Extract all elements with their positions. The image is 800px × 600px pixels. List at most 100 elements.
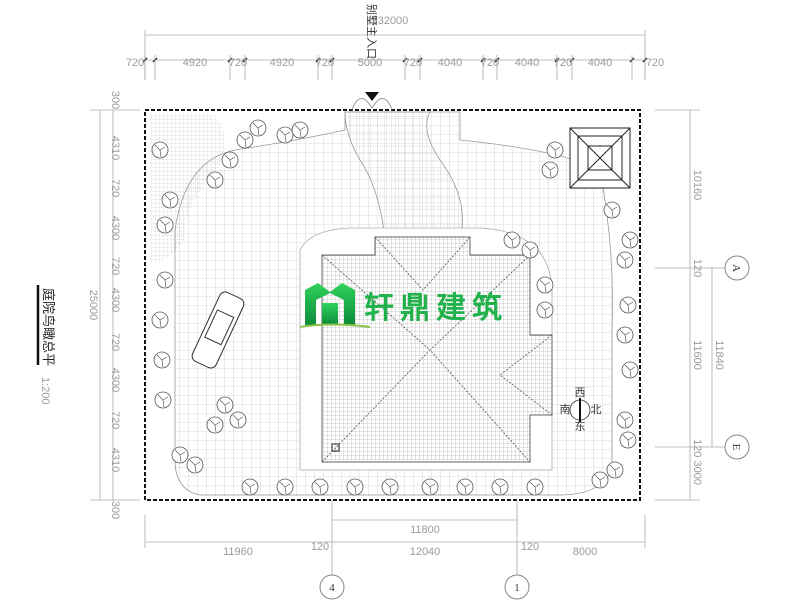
tree-icon [619,431,637,449]
compass-bottom: 东 [575,420,586,433]
tree-icon [171,446,189,464]
tree-icon [276,126,294,144]
tree-icon [206,171,224,189]
logo-text: 轩鼎建筑 [364,291,508,326]
right-segment-dimension: 11600 [691,340,703,370]
top-total-dimension: 32000 [378,15,409,27]
top-segment-dimension: 720 [316,57,334,69]
tree-icon [236,131,254,149]
tree-icon [421,478,439,496]
tree-icon [591,471,609,489]
tree-icon [153,351,171,369]
compass-top: 西 [575,387,586,399]
company-logo: 轩鼎建筑 [299,283,508,328]
tree-icon [151,311,169,329]
right-axis-span: 11840 [713,340,725,370]
left-segment-dimension: 720 [109,411,121,429]
right-segment-dimension: 120 [691,259,703,277]
tree-icon [621,361,639,379]
axis-label-4: 4 [329,582,335,594]
entrance-gate [351,98,393,111]
axis-label-1: 1 [514,582,520,594]
right-dimensions: 10160 120 11600 120 3000 11840 A E [655,109,750,501]
trees [151,119,639,496]
tree-icon [546,141,564,159]
tree-icon [526,478,544,496]
tree-icon [186,456,204,474]
tree-icon [536,301,554,319]
top-segment-dimension: 720 [481,57,499,69]
site-boundary [144,109,641,501]
left-total-dimension: 25000 [87,290,99,321]
top-segment-dimension: 4040 [515,57,539,69]
left-segment-dimension: 720 [109,179,121,197]
left-segment-dimension: 4300 [109,368,121,392]
parked-car [191,291,245,369]
tree-icon [151,141,169,159]
axis-bubble-1 [504,574,530,600]
tree-icon [521,241,539,259]
right-segment-dimension: 120 3000 [691,439,703,485]
drawing-scale: 1:200 [39,377,51,405]
tree-icon [156,216,174,234]
tree-icon [541,161,559,179]
tree-icon [154,391,172,409]
tree-icon [276,478,294,496]
bottom-axis-span: 11800 [410,524,440,536]
pavilion [569,127,631,189]
tree-icon [456,478,474,496]
top-segment-dimension: 4920 [183,57,207,69]
compass: 西 南 北 东 [560,387,602,433]
entrance-arrow-icon [365,92,379,101]
tree-icon [216,396,234,414]
left-dimensions: 25000 3004310720430072043007204300720431… [87,91,140,519]
axis-bubble-e [724,434,750,460]
tree-icon [616,251,634,269]
top-segment-dimension: 720 [404,57,422,69]
compass-left: 南 [560,403,571,416]
tree-icon [616,411,634,429]
tree-icon [381,478,399,496]
left-segment-dimension: 4300 [109,288,121,312]
axis-bubble-a [724,255,750,281]
left-segment-dimension: 720 [109,333,121,351]
tree-icon [249,119,267,137]
tree-icon [221,151,239,169]
left-segment-dimension: 300 [109,501,121,519]
bottom-segment-dimension: 8000 [573,546,597,558]
left-segment-dimension: 720 [109,257,121,275]
tree-icon [311,478,329,496]
entrance-label: 别墅主入口 [365,4,378,59]
top-segment-dimension: 720 [554,57,572,69]
top-segment-dimension: 720 [646,57,664,69]
drawing-title: 庭院鸟瞰总平 [40,288,56,366]
top-segment-dimension: 720 [126,57,144,69]
tree-icon [619,296,637,314]
tree-icon [156,271,174,289]
compass-right: 北 [591,403,602,416]
tree-icon [291,121,309,139]
bottom-segment-dimension: 120 [521,541,539,553]
chimney [331,443,340,452]
left-segment-dimension: 300 [109,91,121,109]
tree-icon [491,478,509,496]
tree-icon [621,231,639,249]
top-segment-dimension: 720 [229,57,247,69]
right-segment-dimension: 10160 [691,170,703,201]
bottom-segment-dimension: 12040 [410,546,441,558]
roof-ridges [321,236,553,463]
top-segment-dimension: 5000 [358,57,382,69]
tree-icon [606,461,624,479]
tree-icon [536,276,554,294]
bottom-segment-dimension: 11960 [223,546,253,558]
left-segment-dimension: 4300 [109,216,121,240]
tree-icon [229,411,247,429]
house-roof [321,236,553,463]
axis-label-e: E [730,444,742,451]
tree-icon [616,326,634,344]
tree-icon [603,201,621,219]
axis-label-a: A [730,264,742,272]
